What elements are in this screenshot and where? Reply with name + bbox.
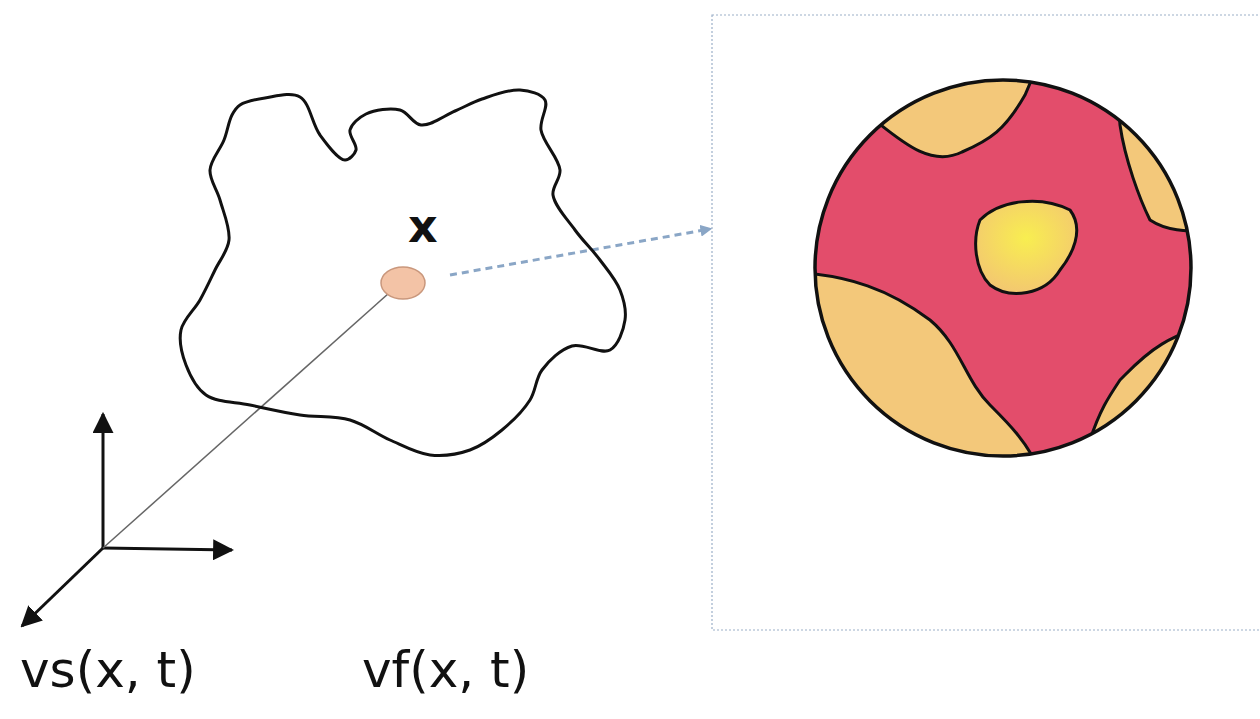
position-vector [103,285,398,548]
axes [22,414,232,626]
point-label: x [408,203,438,249]
material-point [381,267,425,299]
region-outline-path [180,90,625,456]
region-outline: x [175,65,635,465]
field-label: vs(x, t) [20,640,196,700]
zoom-frame [712,15,1260,630]
field-label: vf(x, t) [362,640,529,700]
region-shape [175,65,635,465]
magnified-sample [780,60,1230,480]
